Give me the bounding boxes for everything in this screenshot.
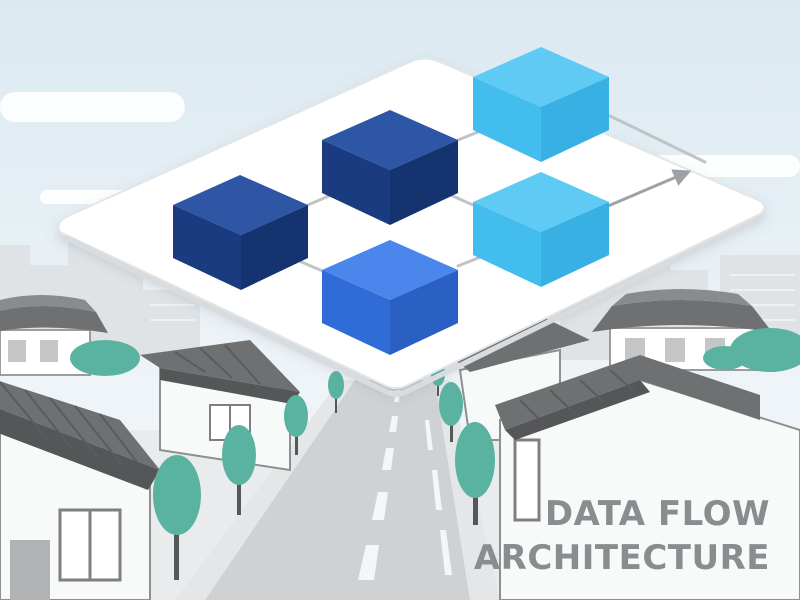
shrubs-right [703, 328, 800, 372]
tree [439, 382, 463, 442]
road-left-edge [175, 380, 355, 600]
tree [153, 455, 201, 580]
tree [455, 422, 495, 525]
platform-underside [68, 216, 758, 397]
merge-block [322, 240, 458, 355]
house-right-near [495, 355, 800, 600]
caption: DATA FLOW ARCHITECTURE [474, 492, 770, 580]
tree [284, 395, 308, 455]
transform-block [322, 110, 458, 225]
road [205, 380, 470, 600]
connection-output-bottom-to-edge [606, 169, 692, 208]
output-block-bottom [473, 172, 609, 287]
connection-output-top-to-edge [606, 113, 707, 164]
caption-line-2: ARCHITECTURE [473, 538, 770, 578]
house-left-middle [140, 340, 300, 472]
caption-line-1: DATA FLOW [544, 494, 770, 534]
tree [328, 371, 344, 413]
source-block [173, 175, 308, 290]
house-left-near [0, 381, 160, 600]
tree [222, 425, 256, 515]
shrubs-left [70, 340, 140, 376]
platform [57, 57, 766, 389]
output-block-top [473, 47, 609, 162]
house-far-right [592, 289, 772, 371]
